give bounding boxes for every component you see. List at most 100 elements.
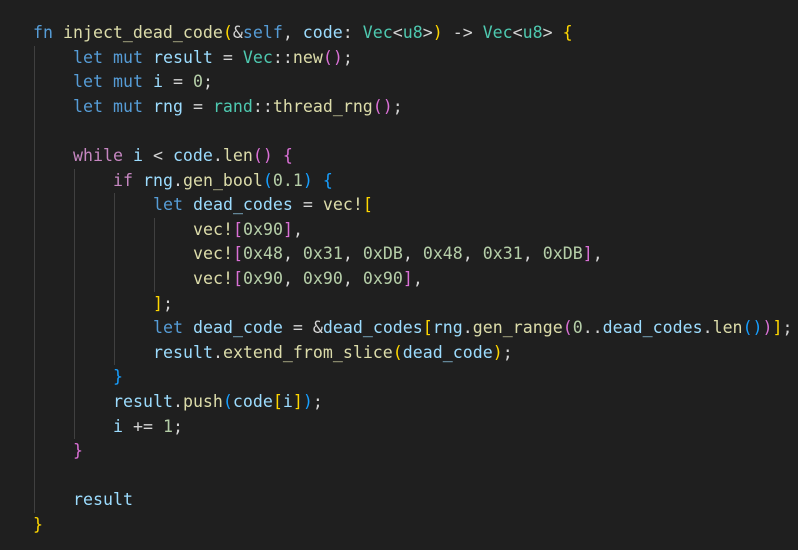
- code-token: code: [172, 146, 213, 165]
- code-token: ;: [342, 47, 353, 67]
- code-token: dead_code: [192, 318, 283, 338]
- code-line[interactable]: ];: [153, 292, 173, 317]
- code-token: ): [302, 392, 313, 411]
- code-token: Vec: [242, 47, 273, 67]
- code-token: 0x48: [422, 244, 463, 264]
- code-token: [103, 72, 113, 91]
- code-token: 0xDB: [362, 244, 403, 264]
- code-token: u8: [522, 23, 543, 42]
- code-token: ): [302, 170, 313, 190]
- code-token: while: [73, 146, 123, 165]
- code-token: ->: [442, 23, 483, 42]
- indent-guide: [114, 193, 115, 366]
- code-token: result: [113, 392, 173, 411]
- code-token: {: [282, 146, 293, 165]
- code-line[interactable]: let dead_codes = vec![: [153, 193, 373, 218]
- code-line[interactable]: let dead_code = &dead_codes[rng.gen_rang…: [153, 316, 793, 341]
- code-line[interactable]: while i < code.len() {: [73, 144, 293, 169]
- code-token: (): [372, 96, 393, 116]
- code-token: result: [152, 47, 213, 67]
- code-token: len: [712, 318, 743, 338]
- code-token: ,: [282, 23, 303, 42]
- code-line[interactable]: }: [113, 365, 123, 390]
- code-token: =: [162, 72, 193, 92]
- code-line[interactable]: vec![0x90],: [193, 218, 303, 243]
- code-token: [313, 171, 323, 190]
- code-token: <: [142, 146, 173, 165]
- code-token: ): [432, 23, 443, 42]
- code-token: [133, 171, 143, 190]
- code-token: 0x31: [302, 244, 343, 264]
- code-line[interactable]: result.push(code[i]);: [113, 390, 323, 415]
- code-token: ;: [172, 416, 183, 436]
- code-token: 0xDB: [542, 244, 583, 264]
- code-token: [143, 72, 153, 91]
- code-line[interactable]: result: [73, 488, 133, 513]
- code-line[interactable]: let mut result = Vec::new();: [73, 46, 353, 71]
- code-token: extend_from_slice: [222, 342, 393, 362]
- code-token: (: [392, 342, 403, 362]
- code-token: vec!: [193, 269, 233, 288]
- code-token: ,: [282, 244, 303, 264]
- code-token: [: [362, 195, 373, 215]
- code-token: i: [132, 146, 143, 165]
- code-line[interactable]: if rng.gen_bool(0.1) {: [113, 169, 333, 194]
- code-token: (: [222, 392, 233, 411]
- code-token: }: [113, 367, 123, 387]
- code-token: ,: [342, 244, 363, 264]
- code-token: [273, 146, 283, 165]
- code-token: i: [282, 392, 293, 411]
- code-line[interactable]: let mut rng = rand::thread_rng();: [73, 95, 403, 120]
- code-token: gen_bool: [182, 170, 263, 190]
- code-line[interactable]: result.extend_from_slice(dead_code);: [153, 341, 513, 366]
- code-line[interactable]: vec![0x90, 0x90, 0x90],: [193, 267, 423, 292]
- code-line[interactable]: i += 1;: [113, 415, 183, 440]
- code-token: rand: [212, 96, 253, 116]
- code-token: rng: [142, 170, 173, 190]
- code-token: [183, 318, 193, 337]
- code-token: Vec: [362, 23, 393, 42]
- code-token: (): [742, 318, 763, 338]
- indent-guide: [34, 45, 35, 513]
- code-token: ]: [282, 219, 293, 239]
- code-token: vec!: [322, 195, 363, 215]
- code-token: = &: [282, 318, 323, 338]
- code-token: 1: [162, 416, 173, 436]
- code-line[interactable]: let mut i = 0;: [73, 70, 213, 95]
- code-token: ]: [772, 318, 783, 338]
- code-token: ]: [292, 392, 303, 411]
- code-token: {: [562, 23, 573, 42]
- code-token: .: [462, 318, 473, 338]
- code-token: gen_range: [472, 318, 563, 338]
- code-token: dead_codes: [602, 318, 703, 338]
- code-token: &: [232, 23, 243, 42]
- code-token: thread_rng: [272, 96, 373, 116]
- code-line[interactable]: }: [73, 439, 83, 464]
- code-line[interactable]: }: [33, 513, 43, 538]
- code-token: [: [232, 244, 243, 264]
- code-token: code: [302, 23, 343, 42]
- code-token: 0.1: [272, 170, 303, 190]
- code-token: vec!: [193, 219, 233, 239]
- code-line[interactable]: vec![0x48, 0x31, 0xDB, 0x48, 0x31, 0xDB]…: [193, 242, 603, 267]
- code-token: ;: [163, 293, 173, 313]
- code-token: .: [172, 170, 183, 190]
- code-token: ,: [402, 244, 423, 264]
- code-line[interactable]: fn inject_dead_code(&self, code: Vec<u8>…: [33, 21, 573, 46]
- code-token: ): [762, 318, 773, 338]
- code-token: ): [492, 342, 503, 362]
- code-token: [103, 97, 113, 116]
- code-token: rng: [432, 318, 463, 338]
- code-token: ::: [272, 47, 293, 67]
- code-token: [143, 97, 153, 116]
- code-token: (: [562, 318, 573, 338]
- code-token: dead_codes: [322, 318, 423, 338]
- code-token: [: [272, 392, 283, 411]
- code-token: result: [73, 490, 133, 510]
- code-token: ;: [312, 392, 323, 411]
- code-token: ,: [292, 219, 303, 239]
- code-token: .: [212, 146, 223, 165]
- code-token: let: [153, 318, 183, 338]
- code-token: <: [512, 23, 523, 42]
